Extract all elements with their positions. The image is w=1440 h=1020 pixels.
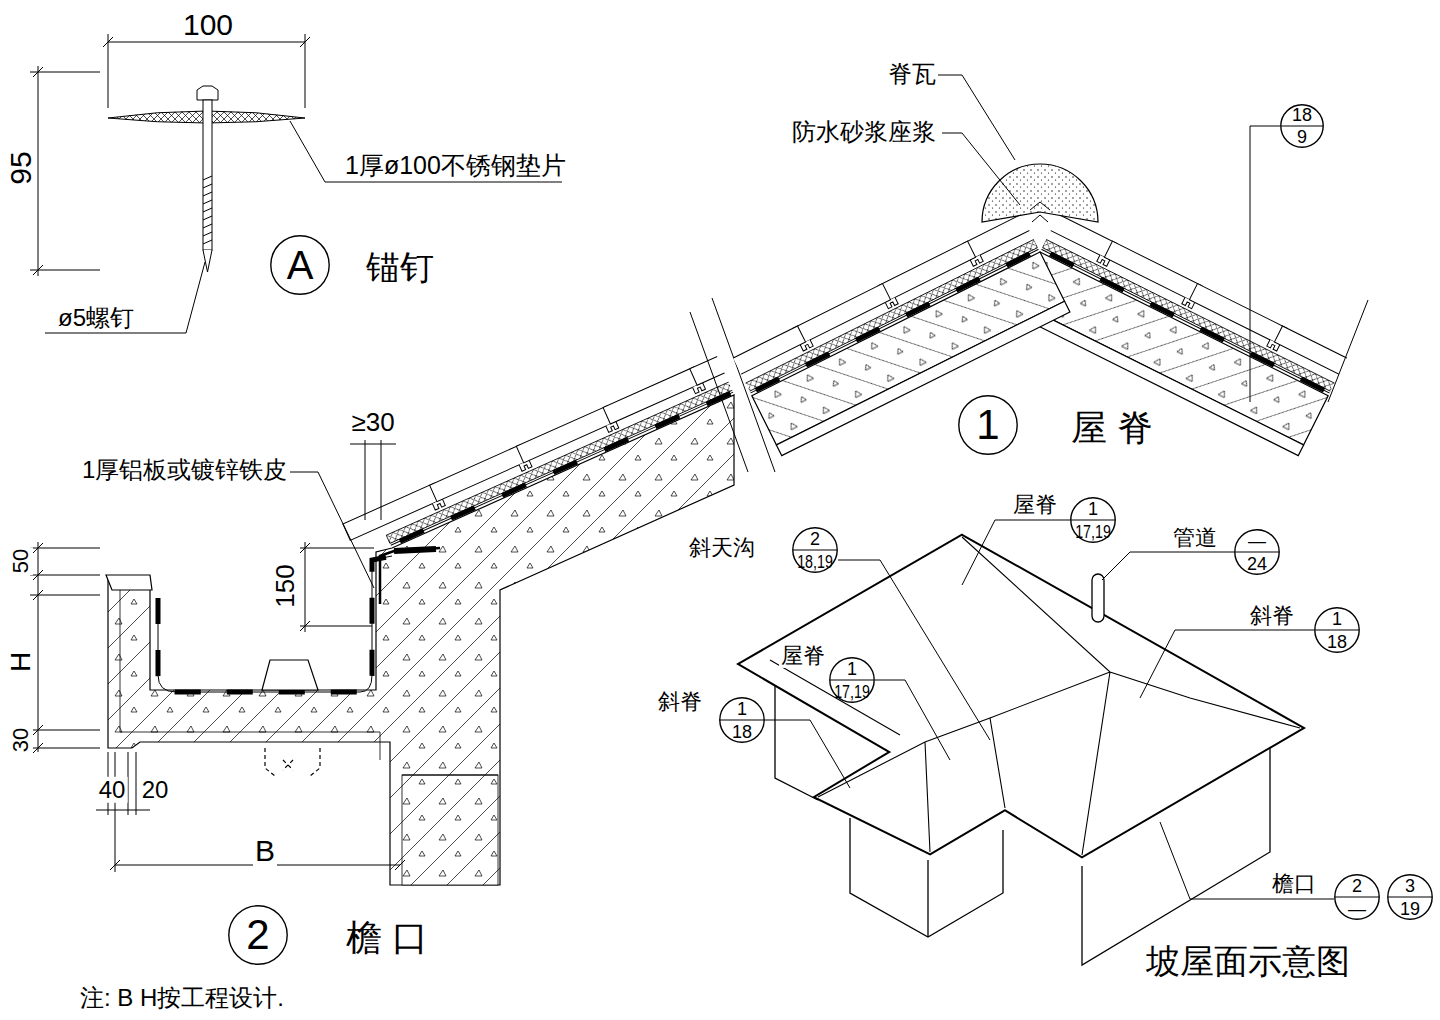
callout-text: 脊瓦 [886, 61, 938, 87]
view-title: 锚钉 [364, 249, 436, 286]
ridge-section [623, 75, 1440, 511]
divider-line [720, 719, 764, 720]
detail-mark: 2 [228, 905, 288, 965]
roof-perspective [719, 520, 1334, 965]
sheet-number: 24 [1247, 554, 1267, 573]
dimension-text: 20 [140, 777, 171, 803]
sheet-number: 19 [1400, 899, 1420, 918]
divider-line [830, 679, 874, 680]
circle-shape [1315, 608, 1359, 652]
detail-number: 1 [1332, 610, 1342, 629]
circle-shape [959, 396, 1017, 454]
detail-number: 3 [1405, 877, 1415, 896]
circle-shape [1281, 105, 1323, 147]
divider-line [1071, 519, 1115, 520]
sheet-number: 18 [1327, 632, 1347, 651]
divider-line [793, 549, 837, 550]
reference-bubble: 118 [719, 697, 765, 743]
detail-number: 2 [1352, 877, 1362, 896]
sheet-number: — [1348, 899, 1366, 918]
divider-line [1335, 896, 1379, 897]
detail-number: 2 [810, 530, 820, 549]
circle-shape [229, 906, 287, 964]
callout-text: 屋脊 [779, 644, 827, 668]
dimension-text: 95 [4, 149, 37, 186]
circle-shape [1388, 875, 1432, 919]
view-title: 屋 脊 [1069, 408, 1155, 448]
reference-bubble: 117,19 [829, 657, 875, 703]
reference-bubble: 118 [1314, 607, 1360, 653]
dimension-text: 150 [271, 562, 300, 609]
detail-number: — [1248, 532, 1266, 551]
callout-text: 防水砂浆座浆 [790, 119, 938, 145]
sheet-number: 18 [732, 722, 752, 741]
sheet-number: 17,19 [834, 682, 870, 701]
detail-mark: 1 [958, 395, 1018, 455]
dimension-text: 50 [9, 547, 33, 575]
circle-shape [793, 528, 837, 572]
reference-bubble: 218,19 [792, 527, 838, 573]
sheet-number: 17,19 [1075, 522, 1111, 541]
reference-bubble: 319 [1387, 874, 1433, 920]
detail-number: 18 [1292, 106, 1312, 125]
dimension-text: 40 [97, 777, 128, 803]
detail-number: 1 [976, 403, 999, 447]
circle-shape [1071, 498, 1115, 542]
callout-text: 斜天沟 [687, 536, 757, 560]
detail-number: 1 [847, 660, 857, 679]
detail-number: 1 [737, 700, 747, 719]
circle-shape [271, 236, 329, 294]
eave-section [30, 298, 797, 885]
detail-number: A [287, 244, 314, 286]
callout-text: ø5螺钉 [56, 305, 136, 331]
sheet-number: 18,19 [797, 552, 833, 571]
callout-text: 檐口 [1270, 872, 1318, 896]
detail-number: 1 [1088, 500, 1098, 519]
dimension-text: 30 [9, 726, 33, 754]
dimension-text: B [253, 834, 277, 867]
callout-text: 屋脊 [1011, 493, 1059, 517]
view-title: 檐 口 [344, 918, 430, 958]
detail-number: 2 [246, 913, 269, 957]
callout-text: 1厚ø100不锈钢垫片 [343, 152, 568, 180]
reference-bubble: 2— [1334, 874, 1380, 920]
callout-text: 斜脊 [656, 690, 704, 714]
reference-bubble: — 24 [1234, 529, 1280, 575]
note-text: 注: B H按工程设计. [78, 985, 286, 1011]
callout-text: 斜脊 [1248, 604, 1296, 628]
divider-line [1388, 896, 1432, 897]
drawing-title: 坡屋面示意图 [1144, 943, 1352, 980]
callout-text: 1厚铝板或镀锌铁皮 [80, 457, 289, 483]
circle-shape [830, 658, 874, 702]
divider-line [1315, 629, 1359, 630]
circle-shape [1235, 530, 1279, 574]
dimension-text: H [6, 650, 37, 674]
sheet-number: 9 [1297, 128, 1307, 147]
anchor-nail [30, 34, 562, 333]
circle-shape [1335, 875, 1379, 919]
reference-bubble: 189 [1280, 104, 1324, 148]
callout-text: 管道 [1171, 526, 1219, 550]
detail-mark: A [270, 235, 330, 295]
reference-bubble: 117,19 [1070, 497, 1116, 543]
circle-shape [720, 698, 764, 742]
divider-line [1281, 125, 1323, 126]
divider-line [1235, 551, 1279, 552]
dimension-text: ≥30 [349, 408, 396, 437]
dimension-text: 100 [181, 8, 235, 41]
